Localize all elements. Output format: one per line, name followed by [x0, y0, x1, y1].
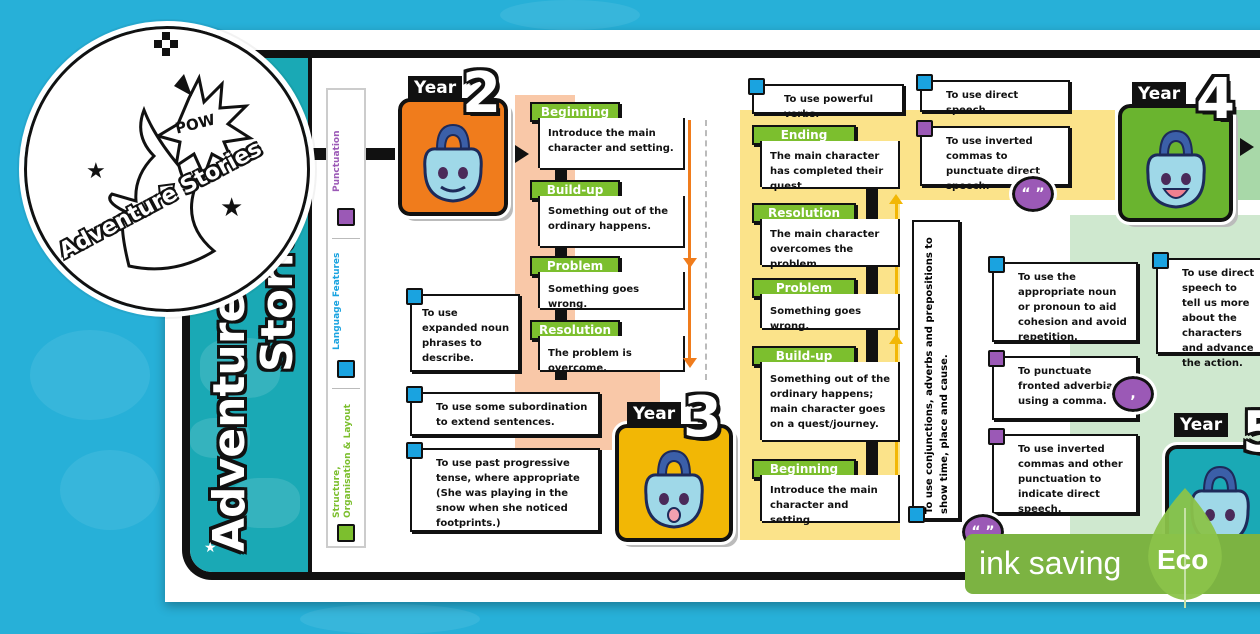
language-marker — [916, 74, 933, 91]
year4-illustration — [1115, 101, 1236, 225]
leaf-icon — [1148, 488, 1222, 608]
year-label: Year — [1174, 413, 1229, 437]
stage-text: Something goes wrong. — [538, 272, 685, 310]
stage-tag-problem: Problem — [530, 256, 620, 276]
structure-swatch — [337, 524, 355, 542]
language-marker — [988, 256, 1005, 273]
arrow-up-icon — [889, 334, 903, 344]
arrow-down-icon — [683, 258, 697, 268]
timeline-path — [312, 148, 326, 160]
star-icon: ★ — [204, 540, 217, 556]
comma-icon: , — [1109, 373, 1157, 415]
background-blob — [60, 450, 160, 530]
objective-past-progressive: To use past progressive tense, where app… — [406, 442, 600, 532]
mascot-icon — [644, 449, 704, 529]
year-label: Year — [408, 76, 463, 100]
objective-inverted-commas: To use inverted commas to punctuate dire… — [916, 120, 1070, 192]
arrow-right-icon — [1240, 138, 1254, 156]
background-blob — [300, 604, 480, 634]
mascot-icon — [1145, 129, 1206, 209]
year4-card: Year 4 — [1115, 67, 1260, 234]
stage-text: The problem is overcome. — [538, 336, 685, 374]
eco-label: Eco — [1157, 544, 1209, 575]
objective-noun-pronoun: To use the appropriate noun or pronoun t… — [988, 256, 1138, 343]
objective-conjunctions: To use conjunctions, adverbs and preposi… — [908, 220, 960, 523]
dashed-line — [705, 120, 707, 380]
year-label: Year — [627, 402, 682, 426]
language-marker — [406, 442, 423, 459]
language-marker — [748, 78, 765, 95]
objective-inverted-commas-other: To use inverted commas and other punctua… — [988, 428, 1138, 515]
stage-text: Introduce the main character and setting… — [538, 118, 685, 170]
stage-text: The main character has completed their q… — [760, 141, 900, 192]
year-number: 3 — [683, 385, 722, 450]
year-number: 5 — [1242, 405, 1260, 461]
year-label: Year — [1132, 82, 1187, 106]
objective-powerful-verbs: To use powerful verbs. — [748, 78, 904, 120]
objective-subordination: To use some subordination to extend sent… — [406, 386, 600, 436]
language-marker — [908, 506, 925, 523]
flow-arrow — [688, 120, 691, 360]
speech-marks-icon: “ ” — [1009, 173, 1057, 215]
stage-text: Something out of the ordinary happens. — [538, 196, 685, 248]
language-marker — [406, 386, 423, 403]
arrow-right-icon — [515, 145, 529, 163]
stage-tag-build-up: Build-up — [752, 346, 856, 366]
year2-card: Year 2 — [395, 66, 523, 230]
colour-key: Punctuation Language Features Structure,… — [326, 88, 366, 548]
year-number: 4 — [1196, 67, 1235, 132]
objective-direct-speech-characters: To use direct speech to tell us more abo… — [1152, 252, 1260, 369]
punctuation-marker — [916, 120, 933, 137]
timeline-path — [366, 148, 396, 160]
stage-tag-resolution: Resolution — [752, 203, 856, 223]
key-item-structure: Structure, Organisation & Layout — [328, 390, 364, 550]
stage-text: The main character overcomes the problem… — [760, 219, 900, 270]
year3-card: Year 3 — [612, 385, 740, 550]
stage-text: Introduce the main character and setting… — [760, 475, 900, 526]
arrow-up-icon — [889, 194, 903, 204]
flow-arrow — [895, 200, 898, 500]
svg-text:★: ★ — [220, 193, 243, 223]
background-blob — [500, 0, 640, 30]
key-item-language: Language Features — [328, 240, 364, 380]
year-number: 2 — [462, 61, 501, 126]
mascot-icon — [423, 123, 483, 203]
key-item-punctuation: Punctuation — [328, 90, 364, 230]
ink-saving-label: ink saving — [979, 545, 1122, 581]
svg-text:★: ★ — [86, 159, 106, 184]
objective-direct-speech: To use direct speech. — [916, 74, 1070, 116]
divider — [308, 58, 312, 572]
badge-illustration: ★ ★ — [86, 32, 255, 271]
poster-title: Adventure — [204, 292, 255, 552]
punctuation-marker — [988, 350, 1005, 367]
adventure-stories-badge: ★ ★ POW Adventure Stories — [19, 21, 315, 317]
stage-text: Something out of the ordinary happens; m… — [760, 362, 900, 442]
punctuation-swatch — [337, 208, 355, 226]
language-swatch — [337, 360, 355, 378]
year2-illustration — [395, 95, 511, 219]
year3-illustration — [612, 421, 736, 545]
language-marker — [1152, 252, 1169, 269]
punctuation-marker — [988, 428, 1005, 445]
objective-expanded-noun-phrases: To use expanded noun phrases to describe… — [406, 288, 520, 372]
arrow-down-icon — [683, 358, 697, 368]
background-blob — [30, 330, 150, 420]
stage-text: Something goes wrong. — [760, 294, 900, 332]
language-marker — [406, 288, 423, 305]
